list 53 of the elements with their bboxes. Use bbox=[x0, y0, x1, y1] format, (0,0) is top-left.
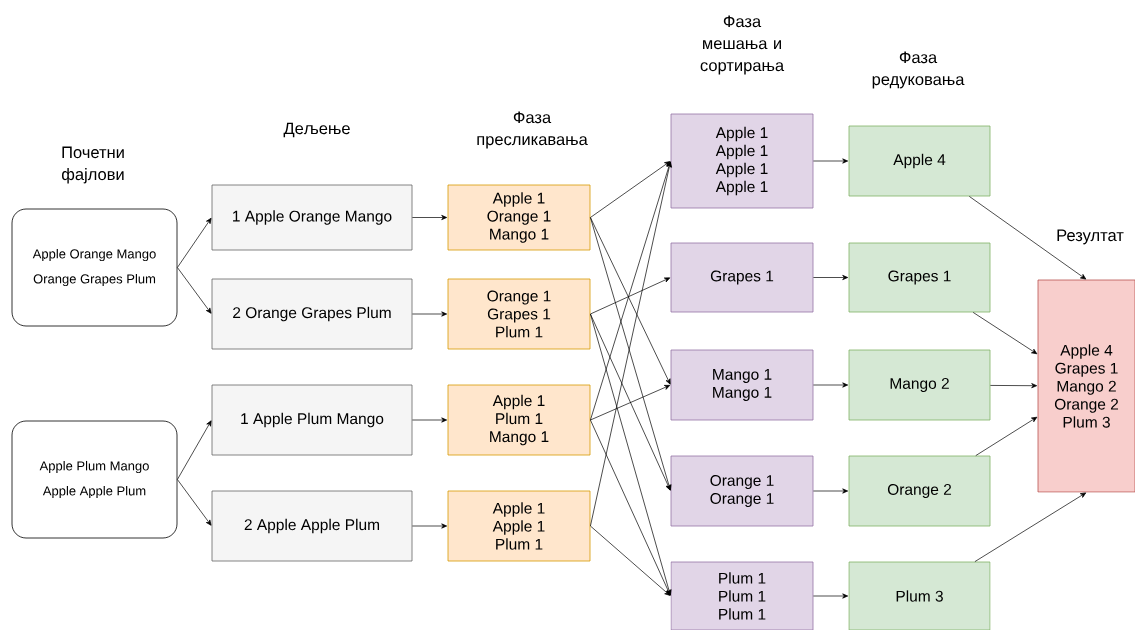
map-box: Apple 1 Orange 1 Mango 1 bbox=[447, 184, 591, 251]
split-box: 1 Apple Plum Mango bbox=[211, 384, 413, 456]
arrow bbox=[590, 161, 672, 421]
split-box: 1 Apple Orange Mango bbox=[211, 184, 413, 251]
file-box: Apple Orange Mango Orange Grapes Plum bbox=[11, 208, 178, 327]
arrow bbox=[590, 525, 671, 596]
column-heading: Фаза пресликавања bbox=[477, 111, 588, 149]
map-box: Apple 1 Apple 1 Plum 1 bbox=[447, 490, 591, 562]
arrow bbox=[177, 267, 212, 314]
shuffle-box: Orange 1 Orange 1 bbox=[670, 455, 814, 527]
shuffle-box: Grapes 1 bbox=[670, 242, 814, 313]
arrow bbox=[972, 312, 1038, 355]
split-box: 2 Orange Grapes Plum bbox=[211, 278, 413, 350]
reduce-box: Plum 3 bbox=[848, 561, 991, 630]
arrow bbox=[990, 383, 1038, 389]
shuffle-box: Apple 1 Apple 1 Apple 1 Apple 1 bbox=[670, 113, 814, 209]
arrow bbox=[590, 161, 672, 527]
arrow bbox=[412, 417, 448, 423]
result-box: Apple 4 Grapes 1 Mango 2 Orange 2 Plum 3 bbox=[1037, 279, 1135, 493]
arrow bbox=[177, 217, 212, 268]
arrow bbox=[590, 277, 671, 315]
column-heading: Фаза редуковања bbox=[872, 51, 965, 89]
arrow bbox=[177, 420, 212, 480]
arrow bbox=[813, 382, 849, 388]
arrow bbox=[177, 479, 212, 526]
arrow bbox=[590, 161, 671, 218]
arrow bbox=[813, 488, 849, 494]
shuffle-box: Mango 1 Mango 1 bbox=[670, 349, 814, 421]
arrow bbox=[974, 492, 1087, 562]
arrow bbox=[968, 196, 1087, 280]
arrow bbox=[813, 593, 849, 599]
reduce-box: Grapes 1 bbox=[848, 242, 991, 313]
column-heading: Дељење bbox=[283, 122, 350, 138]
map-box: Orange 1 Grapes 1 Plum 1 bbox=[447, 278, 591, 350]
reduce-box: Mango 2 bbox=[848, 349, 991, 421]
arrow bbox=[590, 217, 671, 385]
arrow bbox=[412, 214, 448, 221]
arrow bbox=[590, 419, 671, 596]
reduce-box: Orange 2 bbox=[848, 455, 991, 527]
arrow bbox=[412, 523, 448, 529]
arrow bbox=[412, 311, 448, 317]
reduce-box: Apple 4 bbox=[848, 125, 991, 197]
file-box: Apple Plum Mango Apple Apple Plum bbox=[11, 420, 178, 539]
shuffle-box: Plum 1 Plum 1 Plum 1 bbox=[670, 561, 814, 630]
column-heading: Резултат bbox=[1057, 229, 1124, 245]
arrow bbox=[975, 416, 1038, 456]
arrow bbox=[813, 158, 849, 164]
arrow bbox=[813, 274, 849, 281]
split-box: 2 Apple Apple Plum bbox=[211, 490, 413, 562]
map-box: Apple 1 Plum 1 Mango 1 bbox=[447, 384, 591, 456]
arrow bbox=[590, 385, 671, 421]
column-heading: Фаза мешања и сортирања bbox=[700, 15, 785, 75]
column-heading: Почетни фајлови bbox=[62, 146, 124, 184]
